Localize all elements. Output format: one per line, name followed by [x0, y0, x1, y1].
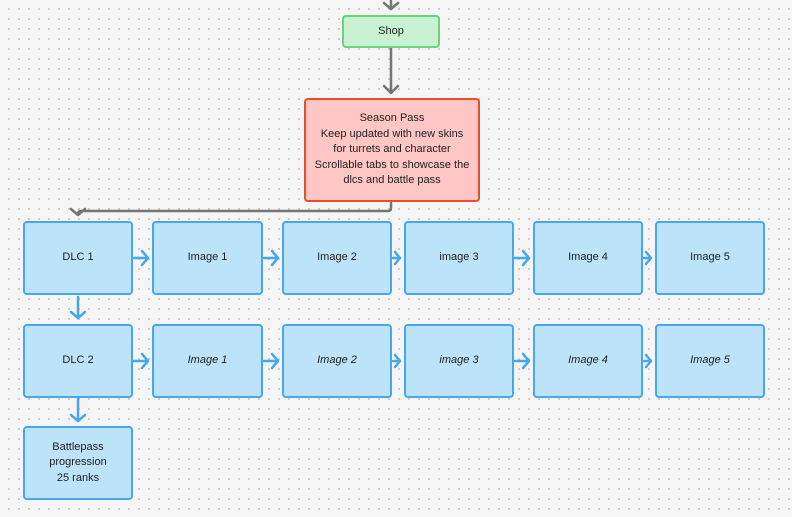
dlc1-image-5-node[interactable]: Image 5	[655, 221, 765, 295]
season-pass-text: Season Pass Keep updated with new skins …	[315, 111, 470, 189]
season-pass-line: for turrets and character	[333, 143, 451, 156]
battlepass-text: Battlepass progression 25 ranks	[49, 440, 106, 487]
image-label: Image 5	[690, 251, 730, 264]
image-label: image 3	[439, 354, 479, 367]
dlc1-image-2-node[interactable]: Image 2	[282, 221, 392, 295]
connector-row2-arrow-4	[513, 352, 531, 370]
season-pass-line: Scrollable tabs to showcase the	[314, 158, 470, 171]
dlc2-image-3-node[interactable]: image 3	[404, 324, 514, 398]
connector-row1-arrow-2	[262, 249, 280, 267]
shop-label: Shop	[378, 24, 404, 37]
battlepass-line: Battlepass	[52, 440, 104, 453]
connector-row1-arrow-1	[132, 249, 150, 267]
image-label: Image 1	[187, 251, 228, 264]
image-label: Image 1	[187, 354, 228, 367]
season-pass-title: Season Pass	[359, 112, 425, 125]
connector-row2-arrow-3	[391, 353, 402, 369]
connector-row2-arrow-5	[642, 353, 653, 369]
dlc1-node[interactable]: DLC 1	[23, 221, 133, 295]
season-pass-line: Keep updated with new skins	[320, 127, 464, 140]
battlepass-line: progression	[49, 456, 107, 469]
connector-row1-arrow-3	[391, 250, 402, 266]
dlc1-image-1-node[interactable]: Image 1	[152, 221, 263, 295]
connector-dlc2-to-battlepass	[69, 397, 87, 423]
connector-season-pass-to-dlc1	[69, 201, 393, 217]
image-label: Image 4	[568, 354, 608, 367]
dlc2-image-5-node[interactable]: Image 5	[655, 324, 765, 398]
dlc2-image-2-node[interactable]: Image 2	[282, 324, 392, 398]
image-label: Image 4	[568, 251, 608, 264]
connector-into-shop	[382, 0, 400, 11]
connector-row2-arrow-1	[132, 352, 150, 370]
connector-dlc1-to-dlc2	[69, 295, 87, 320]
image-label: image 3	[439, 251, 479, 264]
shop-node[interactable]: Shop	[342, 15, 440, 48]
season-pass-node[interactable]: Season Pass Keep updated with new skins …	[304, 98, 480, 202]
battlepass-line: 25 ranks	[56, 471, 100, 484]
dlc2-image-1-node[interactable]: Image 1	[152, 324, 263, 398]
dlc1-label: DLC 1	[62, 251, 94, 264]
dlc1-image-4-node[interactable]: Image 4	[533, 221, 643, 295]
connector-shop-to-season-pass	[382, 46, 400, 95]
battlepass-node[interactable]: Battlepass progression 25 ranks	[23, 426, 133, 500]
image-label: Image 2	[317, 251, 357, 264]
connector-row2-arrow-2	[262, 352, 280, 370]
dlc2-node[interactable]: DLC 2	[23, 324, 133, 398]
season-pass-line: dlcs and battle pass	[343, 174, 441, 187]
dlc2-image-4-node[interactable]: Image 4	[533, 324, 643, 398]
image-label: Image 5	[690, 354, 730, 367]
dlc2-label: DLC 2	[62, 354, 94, 367]
image-label: Image 2	[317, 354, 357, 367]
connector-row1-arrow-4	[513, 249, 531, 267]
dlc1-image-3-node[interactable]: image 3	[404, 221, 514, 295]
connector-row1-arrow-5	[642, 250, 653, 266]
